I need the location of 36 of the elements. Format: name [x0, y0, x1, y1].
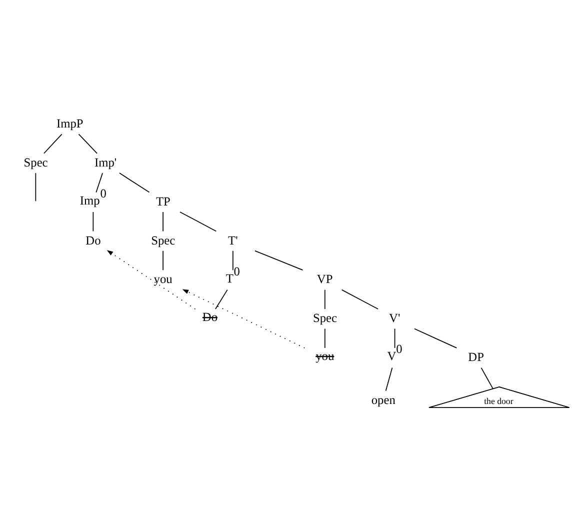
connector [92, 212, 94, 232]
node-text: V' [389, 311, 400, 326]
connector [96, 172, 103, 193]
node-text: Imp' [94, 155, 117, 170]
connector [385, 367, 393, 392]
node-text: Spec [24, 155, 48, 170]
connector [78, 134, 98, 154]
node-text: Do [202, 310, 218, 324]
node-text: Spec [312, 311, 338, 326]
connector [162, 212, 164, 232]
node-text: TP [156, 194, 170, 208]
connector [324, 328, 326, 348]
node-text: open [371, 392, 396, 407]
connector [215, 289, 228, 310]
connector [394, 328, 396, 348]
node-text: ImpP [56, 116, 84, 131]
connector [324, 289, 326, 310]
node-text: you [316, 349, 334, 364]
connector [341, 289, 378, 310]
node-text: VP [316, 272, 333, 286]
connector [35, 172, 36, 202]
connector [119, 172, 150, 193]
connector [414, 328, 458, 348]
connector [180, 212, 217, 232]
node-text: DP [468, 350, 484, 364]
connector [480, 367, 494, 390]
node-text: T' [228, 233, 238, 248]
connector [162, 250, 164, 271]
arrow [182, 289, 306, 348]
connector [232, 250, 234, 271]
node-text: Do [86, 233, 101, 248]
connector [44, 134, 62, 154]
node-text: Spec [151, 233, 176, 248]
arrow [106, 250, 196, 310]
node-text: you [154, 272, 172, 286]
connector [254, 250, 304, 271]
